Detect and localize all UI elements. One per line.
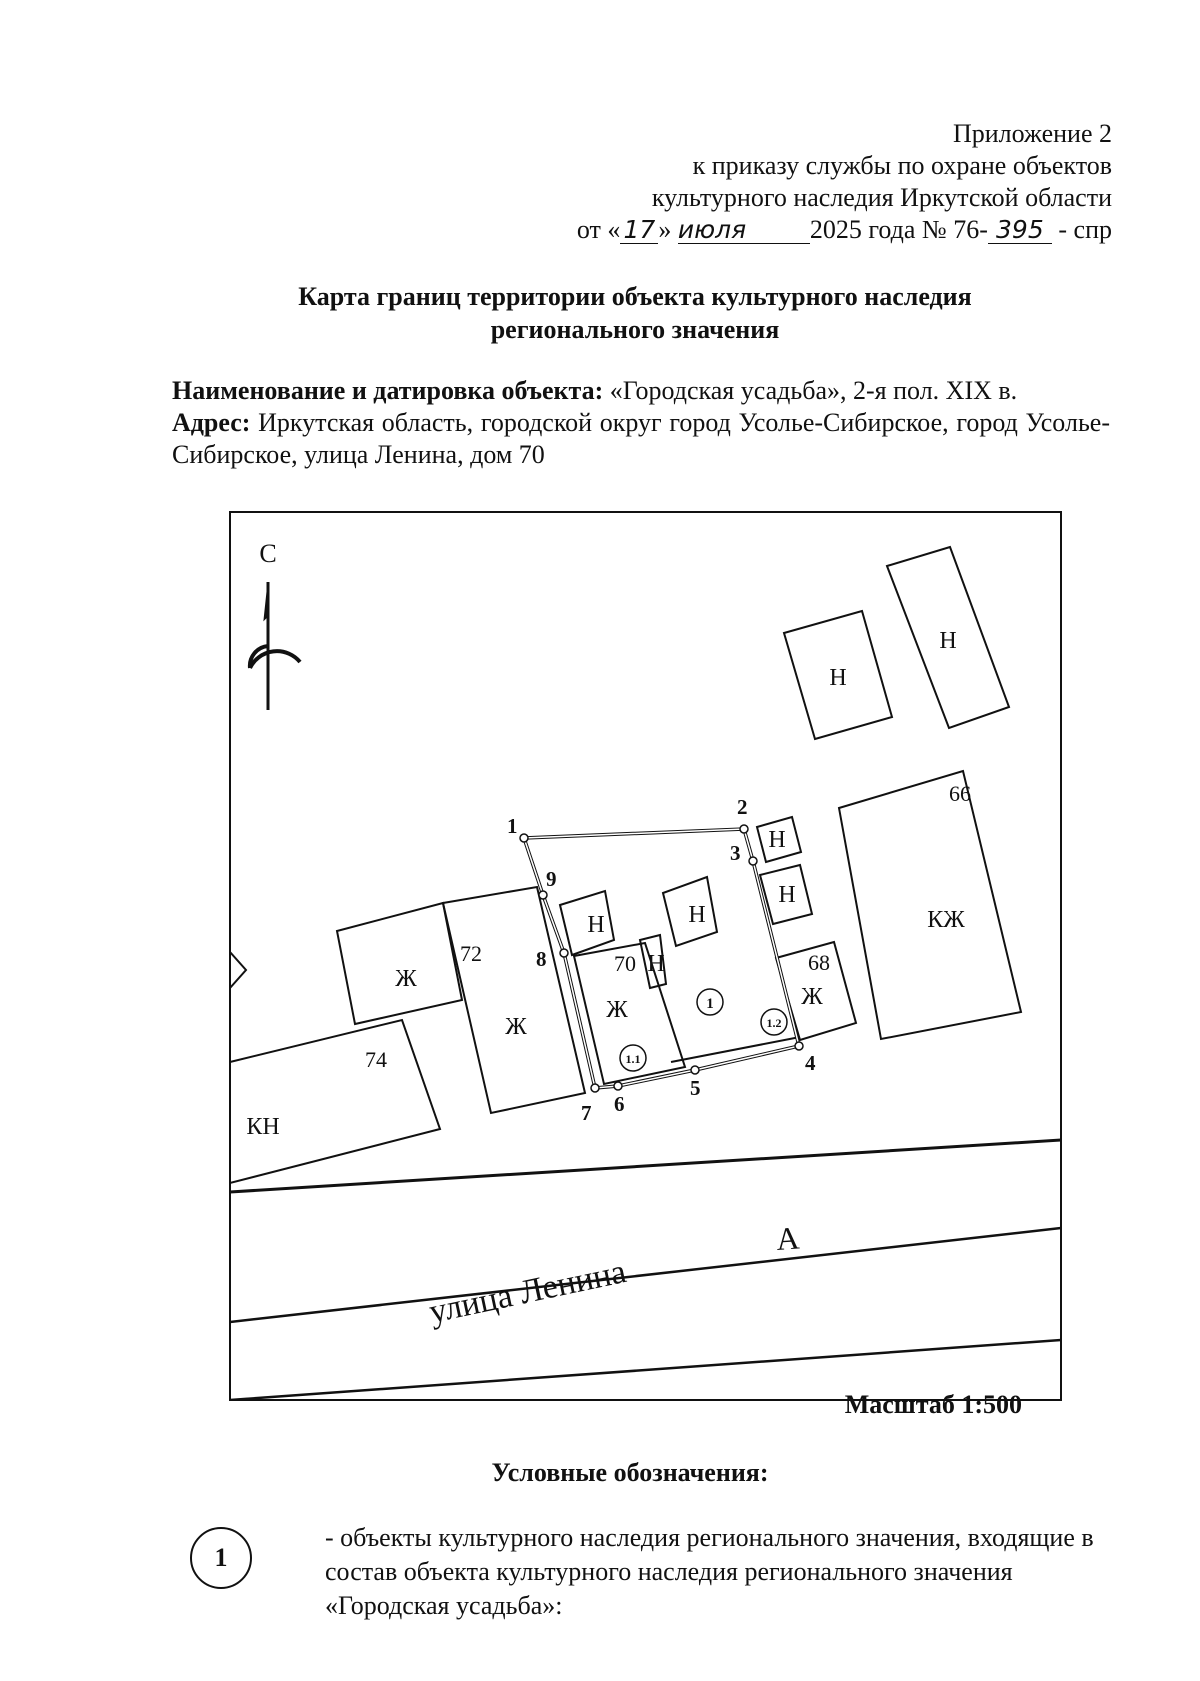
legend-title: Условные обозначения: bbox=[491, 1458, 769, 1487]
object-name-label: Наименование и датировка объекта: bbox=[172, 376, 604, 405]
map-scale: Масштаб 1:500 bbox=[844, 1390, 1022, 1419]
label-n-inner-mid: Н bbox=[688, 902, 705, 928]
label-zh-68: Ж bbox=[801, 984, 823, 1010]
house-number-74: 74 bbox=[365, 1047, 387, 1072]
appendix-line-1: Приложение 2 bbox=[952, 119, 1112, 148]
date-prefix: от « bbox=[576, 215, 621, 244]
label-zh-left: Ж bbox=[395, 966, 417, 992]
object-name-line: Наименование и датировка объекта: «Город… bbox=[172, 375, 1110, 407]
label-zh-72: Ж bbox=[505, 1014, 527, 1040]
building-n-inner-tiny bbox=[638, 933, 668, 990]
object-address-label: Адрес: bbox=[172, 408, 251, 437]
building-kn-74 bbox=[229, 1018, 442, 1185]
point-label-4: 4 bbox=[805, 1051, 816, 1075]
building-n-top-left bbox=[782, 609, 894, 741]
label-n-small-2: Н bbox=[778, 882, 795, 908]
street-letter-label: А bbox=[775, 1219, 801, 1257]
appendix-header: Приложение 2 к приказу службы по охране … bbox=[577, 118, 1112, 246]
date-year: 2025 года № 76- bbox=[809, 215, 988, 244]
appendix-line-2: к приказу службы по охране объектов bbox=[692, 151, 1112, 180]
date-mid: » bbox=[658, 215, 672, 244]
street-edge-middle bbox=[230, 1226, 1061, 1324]
street-edge-north bbox=[230, 1138, 1061, 1194]
object-address-line: Адрес: Иркутская область, городской окру… bbox=[172, 407, 1110, 471]
point-label-7: 7 bbox=[581, 1101, 592, 1125]
house-number-66: 66 bbox=[949, 781, 971, 806]
point-label-6: 6 bbox=[614, 1092, 625, 1116]
object-name-value: «Городская усадьба», 2-я пол. XIX в. bbox=[609, 376, 1018, 405]
territory-boundary bbox=[521, 827, 802, 1090]
date-day: 17 bbox=[620, 217, 659, 244]
building-zh-left bbox=[335, 901, 464, 1026]
marker-object-1-2: 1.2 bbox=[767, 1016, 782, 1030]
building-zh-72 bbox=[441, 885, 587, 1115]
object-info: Наименование и датировка объекта: «Город… bbox=[172, 375, 1110, 471]
title-line-2: регионального значения bbox=[490, 315, 780, 344]
label-kzh: КЖ bbox=[927, 907, 965, 933]
building-zh-70 bbox=[572, 941, 687, 1086]
north-arrow-icon bbox=[247, 581, 302, 710]
building-n-inner-mid bbox=[661, 875, 719, 948]
house-number-68: 68 bbox=[808, 950, 830, 975]
label-n-inner-tiny: Н bbox=[647, 951, 664, 977]
street-name-label: улица Ленина bbox=[426, 1253, 629, 1331]
label-kn: КН bbox=[246, 1114, 279, 1140]
building-line-inner bbox=[670, 1036, 801, 1063]
legend-description: - объекты культурного наследия региональ… bbox=[325, 1523, 1094, 1620]
building-n-top-right bbox=[885, 545, 1011, 730]
point-label-8: 8 bbox=[536, 947, 547, 971]
point-label-5: 5 bbox=[690, 1076, 701, 1100]
building-n-small-1 bbox=[755, 815, 803, 864]
point-label-3: 3 bbox=[730, 841, 741, 865]
building-n-inner-left bbox=[558, 889, 616, 957]
document-title: Карта границ территории объекта культурн… bbox=[0, 280, 1200, 346]
marker-object-1: 1 bbox=[706, 996, 714, 1012]
order-suffix: - спр bbox=[1058, 215, 1112, 244]
house-number-72: 72 bbox=[460, 941, 482, 966]
appendix-line-3: культурного наследия Иркутской области bbox=[651, 183, 1112, 212]
object-address-value: Иркутская область, городской округ город… bbox=[172, 408, 1110, 469]
point-label-1: 1 bbox=[507, 814, 518, 838]
object-markers bbox=[619, 988, 788, 1072]
label-n-inner-left: Н bbox=[587, 912, 604, 938]
label-zh-70: Ж bbox=[606, 997, 628, 1023]
label-n-top-left: Н bbox=[829, 665, 846, 691]
north-label: С bbox=[259, 539, 276, 568]
date-month: июля bbox=[677, 217, 810, 244]
building-kzh-66 bbox=[837, 769, 1023, 1041]
left-edge-marker bbox=[230, 951, 248, 989]
label-n-top-right: Н bbox=[939, 628, 956, 654]
building-n-small-2 bbox=[758, 863, 814, 926]
marker-object-1-1: 1.1 bbox=[626, 1052, 641, 1066]
house-number-70: 70 bbox=[614, 951, 636, 976]
map-frame bbox=[229, 511, 1062, 1401]
title-line-1: Карта границ территории объекта культурн… bbox=[298, 282, 972, 311]
point-label-2: 2 bbox=[737, 795, 748, 819]
point-label-9: 9 bbox=[546, 867, 557, 891]
legend-marker-number: 1 bbox=[214, 1543, 228, 1572]
legend-marker-icon: 1 bbox=[190, 1527, 252, 1589]
label-n-small-1: Н bbox=[768, 827, 785, 853]
street-edge-south bbox=[230, 1338, 1061, 1400]
boundary-point-markers bbox=[519, 824, 804, 1093]
order-number: 395 bbox=[987, 217, 1052, 244]
buildings bbox=[229, 545, 1023, 1185]
